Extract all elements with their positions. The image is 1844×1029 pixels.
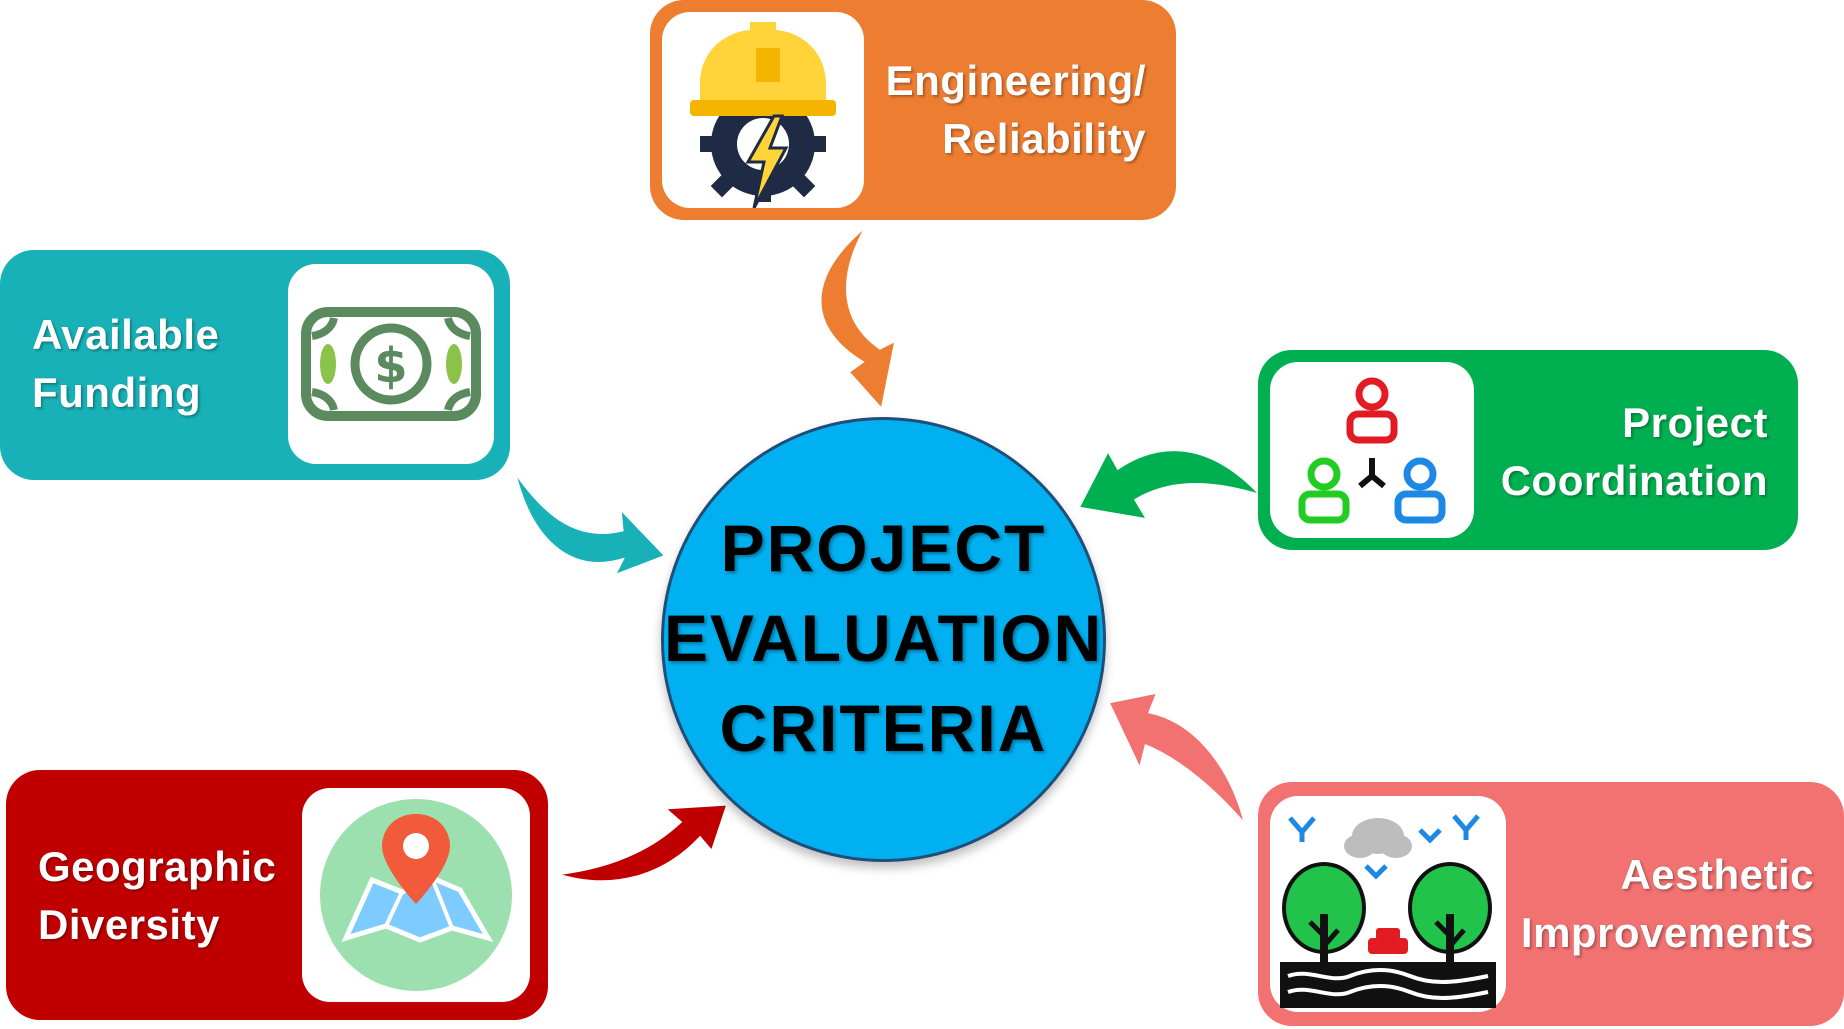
criterion-card-geographic: Geographic Diversity bbox=[6, 770, 548, 1020]
svg-text:$: $ bbox=[374, 338, 407, 394]
criterion-label-coordination: Project Coordination bbox=[1500, 399, 1768, 504]
hard-hat-gear-bolt-icon bbox=[690, 22, 836, 208]
map-pin-icon bbox=[320, 799, 512, 991]
center-title-line-3: CRITERIA bbox=[719, 691, 1048, 765]
icon-box-aesthetic bbox=[1270, 796, 1506, 1012]
arrow-funding bbox=[512, 469, 669, 579]
arrow-engineering bbox=[818, 222, 899, 414]
icon-box-geographic bbox=[302, 788, 530, 1002]
center-title-line-1: PROJECT bbox=[720, 511, 1047, 585]
people-network-icon bbox=[1298, 377, 1446, 524]
criterion-label-engineering: Engineering/ Reliability bbox=[885, 57, 1146, 162]
criterion-card-engineering: Engineering/ Reliability bbox=[650, 0, 1176, 220]
criterion-label-aesthetic: Aesthetic Improvements bbox=[1520, 851, 1814, 956]
criterion-card-funding: $ Available Funding bbox=[0, 250, 510, 480]
arrow-geographic bbox=[554, 802, 731, 884]
criterion-card-aesthetic: Aesthetic Improvements bbox=[1258, 782, 1844, 1026]
dollar-bill-icon: $ bbox=[301, 307, 481, 421]
criterion-label-funding: Available Funding bbox=[32, 311, 220, 416]
center-title-line-2: EVALUATION bbox=[664, 601, 1104, 675]
criterion-label-geographic: Geographic Diversity bbox=[38, 843, 277, 948]
center-circle: PROJECT EVALUATION CRITERIA bbox=[661, 417, 1106, 862]
arrow-aesthetic bbox=[1105, 689, 1248, 827]
arrow-coordination bbox=[1075, 446, 1267, 523]
criterion-card-coordination: Project Coordination bbox=[1258, 350, 1798, 550]
icon-box-funding: $ bbox=[288, 264, 494, 464]
icon-box-engineering bbox=[662, 12, 864, 208]
icon-box-coordination bbox=[1270, 362, 1474, 538]
trees-landscape-icon bbox=[1280, 814, 1496, 1008]
